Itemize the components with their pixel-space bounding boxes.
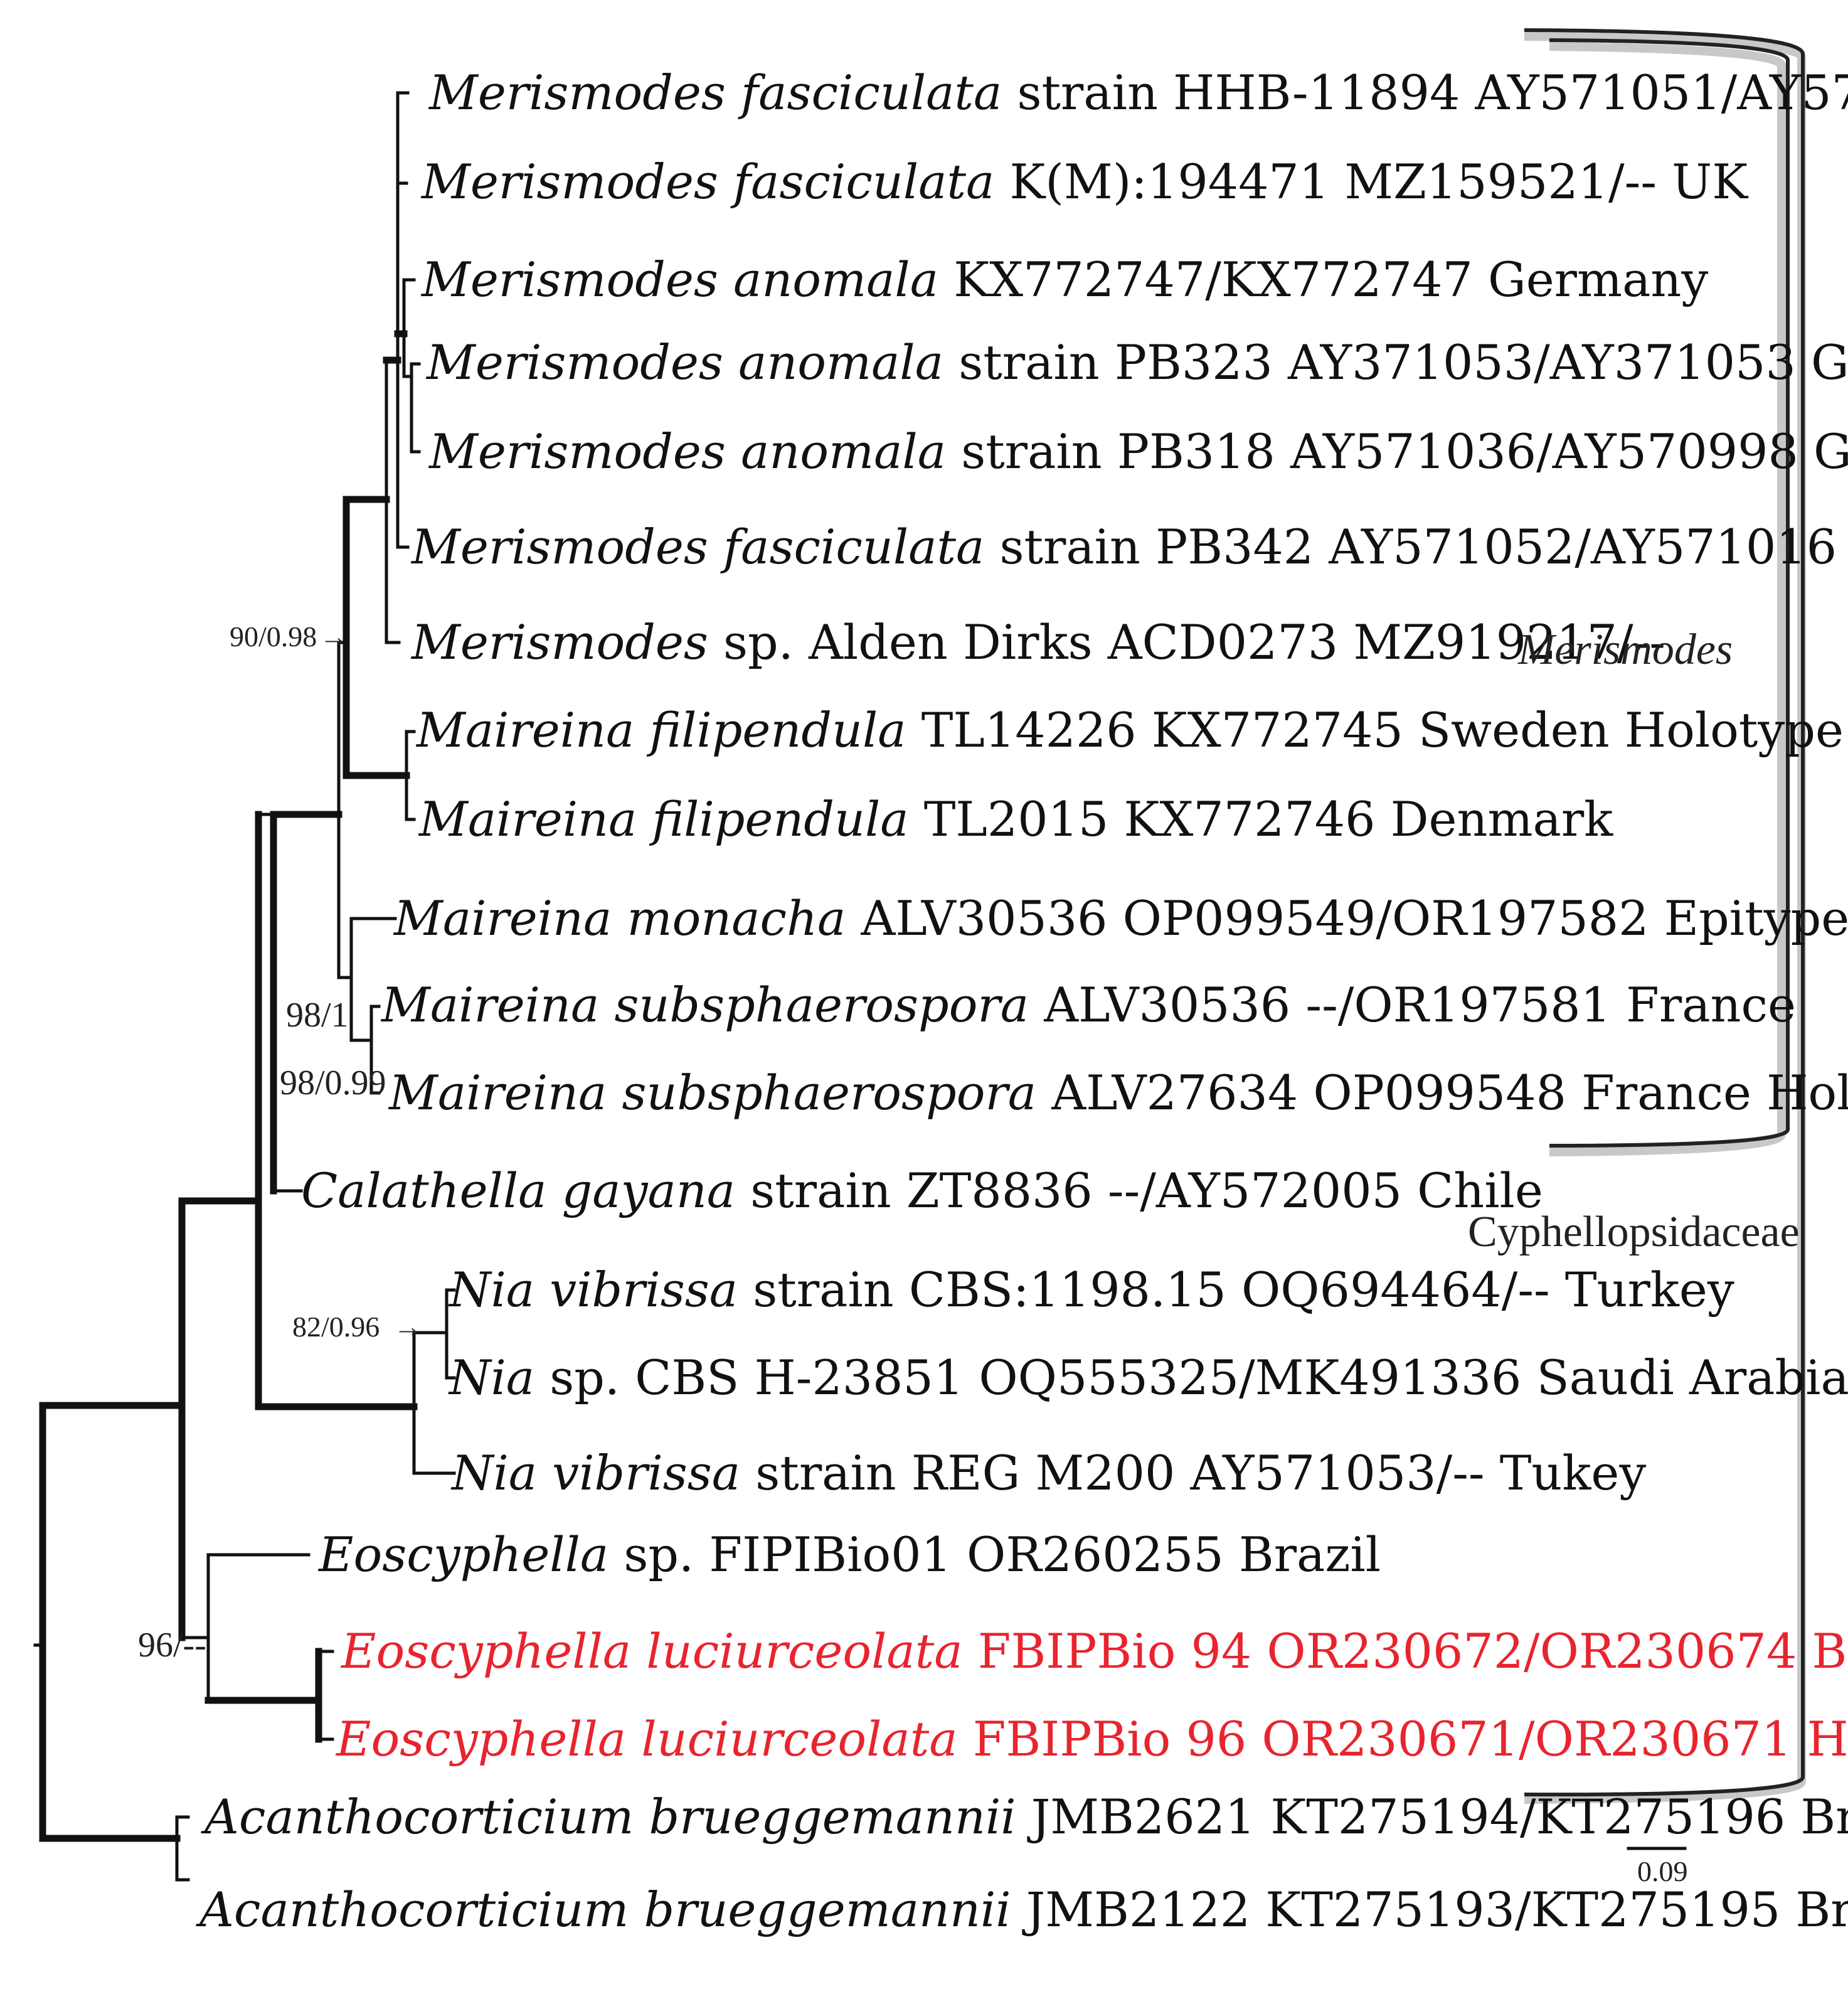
taxon-label: Nia vibrissa strain CBS:1198.15 OQ694464… [448,1262,1734,1318]
cyphellopsidaceae-bracket [1524,28,1805,1797]
taxon-label: Maireina filipendula TL14226 KX772745 Sw… [415,702,1844,758]
clade-label-cyphellopsidaceae: Cyphellopsidaceae [1468,1208,1800,1256]
taxon-label: Merismodes fasciculata strain PB342 AY57… [410,519,1848,575]
taxon-label: Maireina subsphaerospora ALV30536 --/OR1… [380,977,1796,1033]
support-label: 82/0.96→ [292,1311,422,1343]
taxon-label: Merismodes sp. Alden Dirks ACD0273 MZ919… [410,614,1665,670]
support-label: 98/1 [286,996,349,1035]
support-label: 90/0.98→ [230,621,348,653]
support-label: 98/0.99 [280,1063,386,1102]
support-values: 90/0.98→ 98/1 98/0.99 82/0.96→ 96/-- [138,621,422,1665]
taxon-label: Calathella gayana strain ZT8836 --/AY572… [301,1163,1543,1218]
support-label: 96/-- [138,1626,206,1665]
clade-label-merismodes: Merismodes [1517,626,1733,674]
taxon-label: Merismodes anomala strain PB318 AY571036… [428,424,1848,479]
taxon-labels: Merismodes fasciculata strain HHB-11894 … [196,65,1848,1938]
taxon-label: Maireina monacha ALV30536 OP099549/OR197… [393,890,1848,946]
taxon-label: Nia sp. CBS H-23851 OQ555325/MK491336 Sa… [448,1350,1848,1405]
taxon-label: Eoscyphella sp. FIPIBio01 OR260255 Brazi… [317,1527,1381,1582]
taxon-label: Merismodes fasciculata K(M):194471 MZ159… [420,154,1748,210]
clade-brackets [1524,28,1806,1804]
scale-bar: 0.09 [1627,1847,1688,1887]
taxon-label: Merismodes fasciculata strain HHB-11894 … [428,65,1848,120]
taxon-label: Merismodes anomala KX772747/KX772747 Ger… [420,252,1708,307]
taxon-label: Maireina subsphaerospora ALV27634 OP0995… [388,1065,1848,1121]
taxon-label-highlighted: Eoscyphella luciurceolata FBIPBio 96 OR2… [335,1711,1848,1767]
taxon-label: Merismodes anomala strain PB323 AY371053… [425,334,1848,390]
taxon-label: Nia vibrissa strain REG M200 AY571053/--… [450,1445,1646,1501]
taxon-label-highlighted: Eoscyphella luciurceolata FBIPBio 94 OR2… [340,1623,1848,1679]
merismodes-bracket [1549,38,1790,1148]
taxon-label: Acanthocorticium brueggemannii JMB2621 K… [201,1789,1848,1845]
taxon-label: Maireina filipendula TL2015 KX772746 Den… [418,791,1613,847]
scale-bar-label: 0.09 [1637,1855,1688,1887]
taxon-label: Acanthocorticium brueggemannii JMB2122 K… [196,1882,1848,1938]
branches [33,91,456,1882]
